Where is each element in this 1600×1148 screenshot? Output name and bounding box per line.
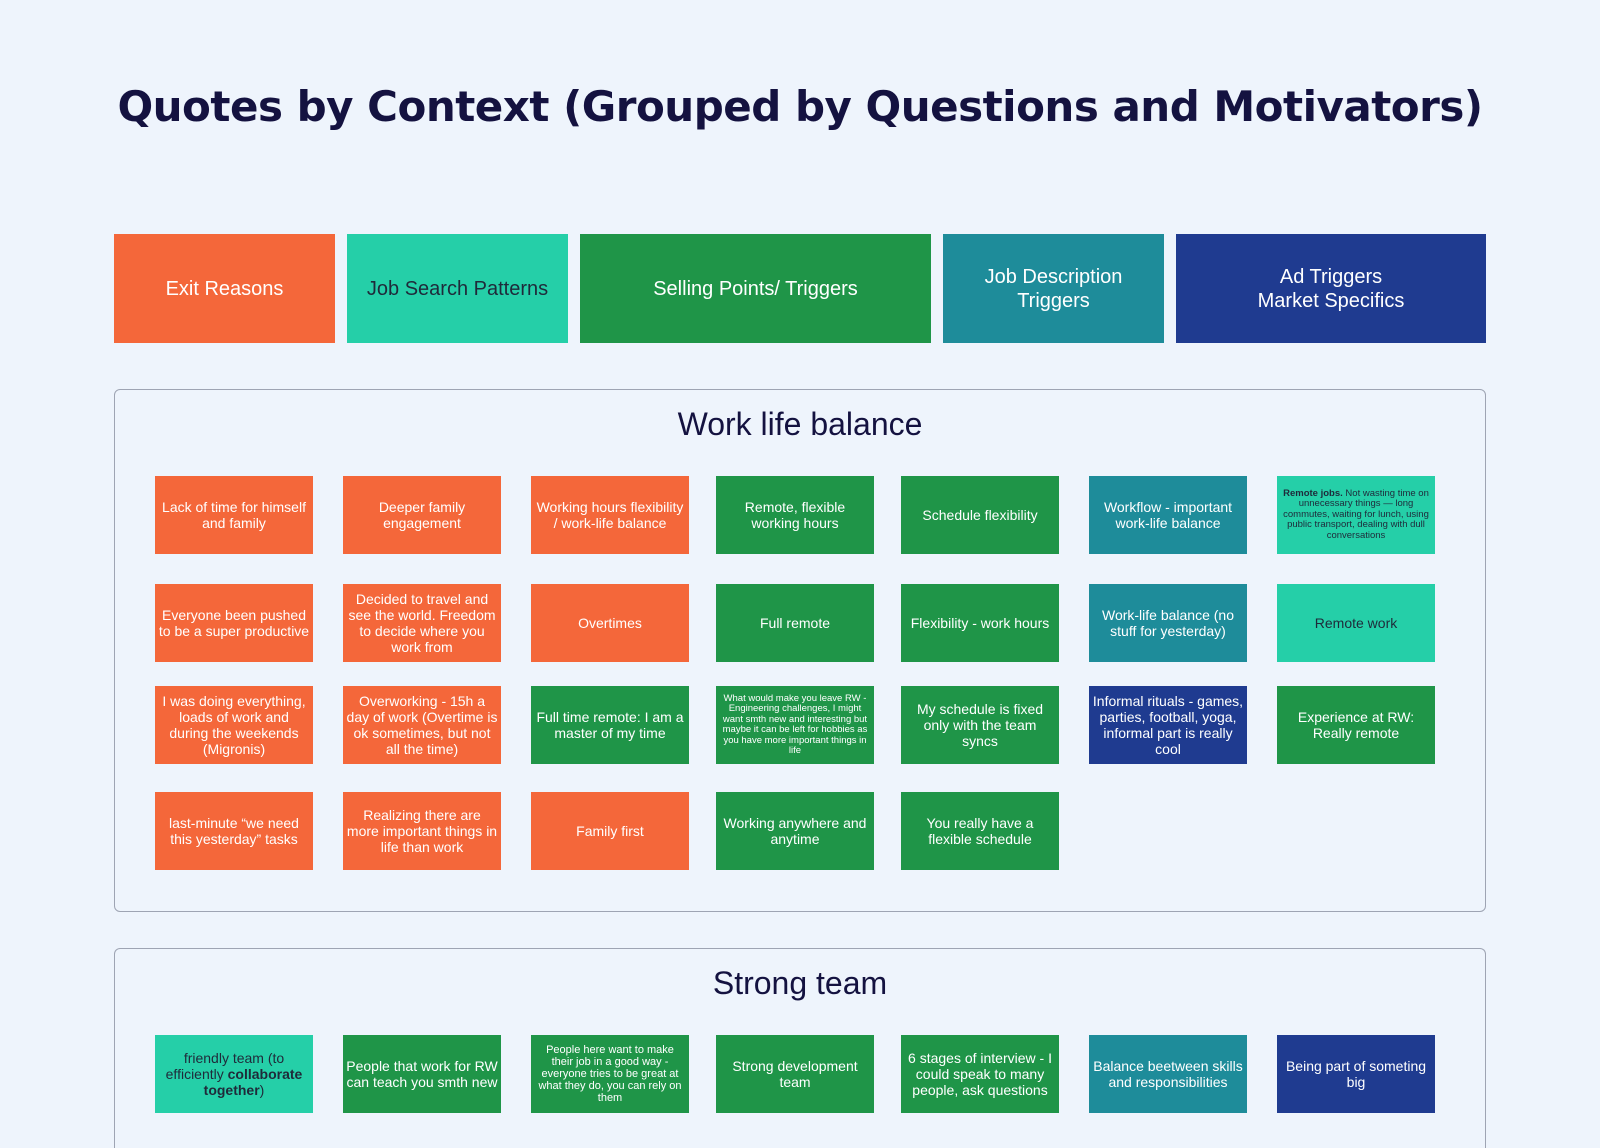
note-text: Family first [576, 823, 644, 839]
note-text: Lack of time for himself and family [162, 499, 306, 531]
note-text: Informal rituals - games, parties, footb… [1092, 693, 1244, 757]
note-text: People here want to make their job in a … [538, 1044, 682, 1104]
sticky-note: My schedule is fixed only with the team … [901, 686, 1059, 764]
sticky-note: Flexibility - work hours [901, 584, 1059, 662]
sticky-note: Lack of time for himself and family [155, 476, 313, 554]
section-work-life-balance: Work life balance Lack of time for himse… [114, 389, 1486, 912]
note-bold-text: collaborate together [203, 1066, 303, 1098]
note-text: Remote, flexible working hours [744, 499, 846, 531]
note-text: Being part of someting big [1285, 1058, 1427, 1090]
sticky-note: Balance beetween skills and responsibili… [1089, 1035, 1247, 1113]
section-strong-team: Strong team friendly team (to efficientl… [114, 948, 1486, 1148]
legend-job-description-triggers: Job Description Triggers [943, 234, 1164, 343]
note-text: What would make you leave RW - Engineeri… [722, 692, 868, 756]
note-text: Full time remote: I am a master of my ti… [536, 709, 684, 741]
note-text-suffix: ) [259, 1082, 265, 1098]
sticky-note: last-minute “we need this yesterday” tas… [155, 792, 313, 870]
sticky-note: Everyone been pushed to be a super produ… [155, 584, 313, 662]
note-text: People that work for RW can teach you sm… [346, 1058, 498, 1090]
sticky-note: Full time remote: I am a master of my ti… [531, 686, 689, 764]
sticky-note: 6 stages of interview - I could speak to… [901, 1035, 1059, 1113]
note-text: Working anywhere and anytime [723, 815, 867, 847]
sticky-note: Working anywhere and anytime [716, 792, 874, 870]
note-text: Everyone been pushed to be a super produ… [158, 607, 310, 639]
note-text: friendly team (to efficiently [165, 1050, 285, 1082]
sticky-note: People here want to make their job in a … [531, 1035, 689, 1113]
sticky-note: Schedule flexibility [901, 476, 1059, 554]
sticky-note: Informal rituals - games, parties, footb… [1089, 686, 1247, 764]
note-text: Schedule flexibility [922, 507, 1038, 523]
note-text: Not wasting time on unnecessary things —… [1283, 487, 1429, 541]
note-text: Working hours flexibility / work-life ba… [536, 499, 684, 531]
sticky-note: Family first [531, 792, 689, 870]
sticky-note: Workflow - important work-life balance [1089, 476, 1247, 554]
note-text: 6 stages of interview - I could speak to… [908, 1050, 1052, 1098]
legend-ad-triggers: Ad Triggers Market Specifics [1176, 234, 1486, 343]
sticky-note: You really have a flexible schedule [901, 792, 1059, 870]
sticky-note: friendly team (to efficiently collaborat… [155, 1035, 313, 1113]
note-text: Work-life balance (no stuff for yesterda… [1101, 607, 1235, 639]
sticky-note: Remote, flexible working hours [716, 476, 874, 554]
sticky-note: Deeper family engagement [343, 476, 501, 554]
legend-selling-points: Selling Points/ Triggers [580, 234, 931, 343]
note-text: Remote work [1314, 615, 1398, 631]
note-text: Workflow - important work-life balance [1103, 499, 1233, 531]
sticky-note: Overworking - 15h a day of work (Overtim… [343, 686, 501, 764]
sticky-note: Remote jobs. Not wasting time on unneces… [1277, 476, 1435, 554]
legend-exit-reasons: Exit Reasons [114, 234, 335, 343]
sticky-note: Working hours flexibility / work-life ba… [531, 476, 689, 554]
sticky-note: Remote work [1277, 584, 1435, 662]
note-text: Decided to travel and see the world. Fre… [348, 591, 496, 655]
sticky-note: Work-life balance (no stuff for yesterda… [1089, 584, 1247, 662]
note-text: Full remote [759, 615, 831, 631]
legend-job-search-patterns: Job Search Patterns [347, 234, 568, 343]
note-text: My schedule is fixed only with the team … [916, 701, 1044, 749]
note-text: You really have a flexible schedule [926, 815, 1034, 847]
sticky-note: Overtimes [531, 584, 689, 662]
note-bold-text: Remote jobs. [1283, 487, 1343, 499]
sticky-note: Realizing there are more important thing… [343, 792, 501, 870]
note-text: Balance beetween skills and responsibili… [1093, 1058, 1243, 1090]
note-text: last-minute “we need this yesterday” tas… [169, 815, 299, 847]
sticky-note: People that work for RW can teach you sm… [343, 1035, 501, 1113]
sticky-note: Experience at RW: Really remote [1277, 686, 1435, 764]
note-text: Overtimes [578, 615, 642, 631]
sticky-note: Decided to travel and see the world. Fre… [343, 584, 501, 662]
sticky-note: Full remote [716, 584, 874, 662]
note-text: Experience at RW: Really remote [1297, 709, 1415, 741]
note-text: Realizing there are more important thing… [346, 807, 498, 855]
note-text: Strong development team [732, 1058, 858, 1090]
section-title: Strong team [712, 965, 888, 1001]
note-text: Flexibility - work hours [910, 615, 1050, 631]
note-text: I was doing everything, loads of work an… [162, 693, 306, 757]
sticky-note: Strong development team [716, 1035, 874, 1113]
note-text: Deeper family engagement [378, 499, 466, 531]
sticky-note: Being part of someting big [1277, 1035, 1435, 1113]
page-title: Quotes by Context (Grouped by Questions … [117, 82, 1483, 131]
note-text: Overworking - 15h a day of work (Overtim… [346, 693, 498, 757]
sticky-note: I was doing everything, loads of work an… [155, 686, 313, 764]
sticky-note: What would make you leave RW - Engineeri… [716, 686, 874, 764]
section-title: Work life balance [677, 406, 923, 442]
